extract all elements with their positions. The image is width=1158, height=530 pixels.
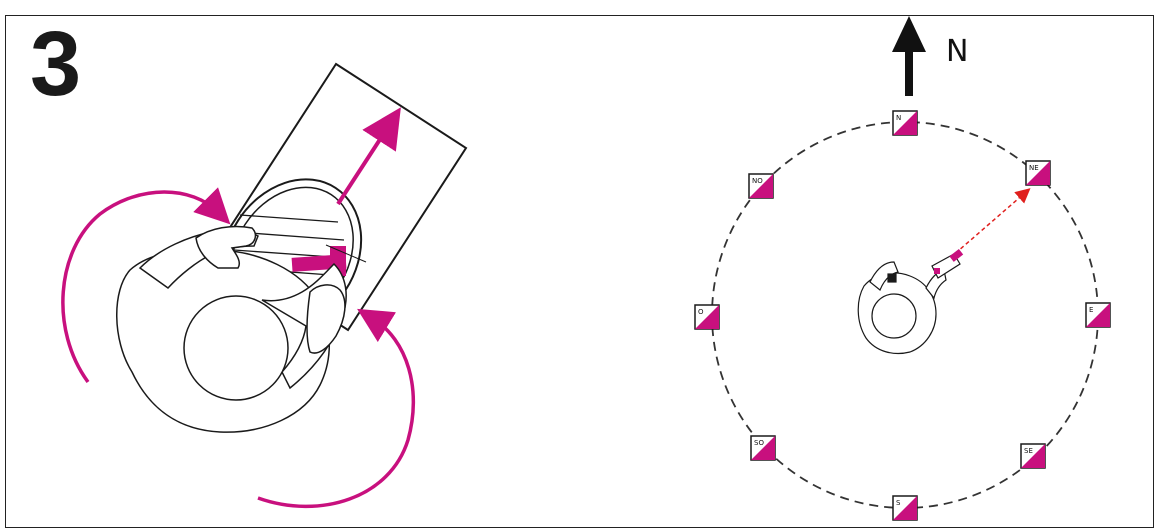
- control-code: E: [1089, 306, 1093, 314]
- control-code: NO: [752, 177, 763, 185]
- control-flag-icon: O: [695, 305, 719, 329]
- control-code: O: [698, 308, 704, 316]
- control-flag-icon: N: [893, 111, 917, 135]
- control-flag-icon: S: [893, 496, 917, 520]
- control-flag-icon: NO: [749, 174, 773, 198]
- control-flag-icon: SO: [751, 436, 775, 460]
- north-label: N: [946, 34, 968, 69]
- control-code: SE: [1024, 447, 1033, 455]
- control-code: S: [896, 499, 901, 507]
- north-arrow-icon: [892, 16, 926, 96]
- control-ring-diagram: N NE E SE S SO O NO: [558, 0, 1158, 530]
- control-code: NE: [1029, 164, 1039, 172]
- control-flag-icon: E: [1086, 303, 1110, 327]
- orienting-illustration: [0, 0, 560, 530]
- control-code: SO: [754, 439, 764, 447]
- control-flag-icon: NE: [1026, 161, 1050, 185]
- person-with-compass-icon: [858, 254, 960, 353]
- bearing-line: [950, 192, 1026, 258]
- control-flag-icon: SE: [1021, 444, 1045, 468]
- control-code: N: [896, 114, 901, 122]
